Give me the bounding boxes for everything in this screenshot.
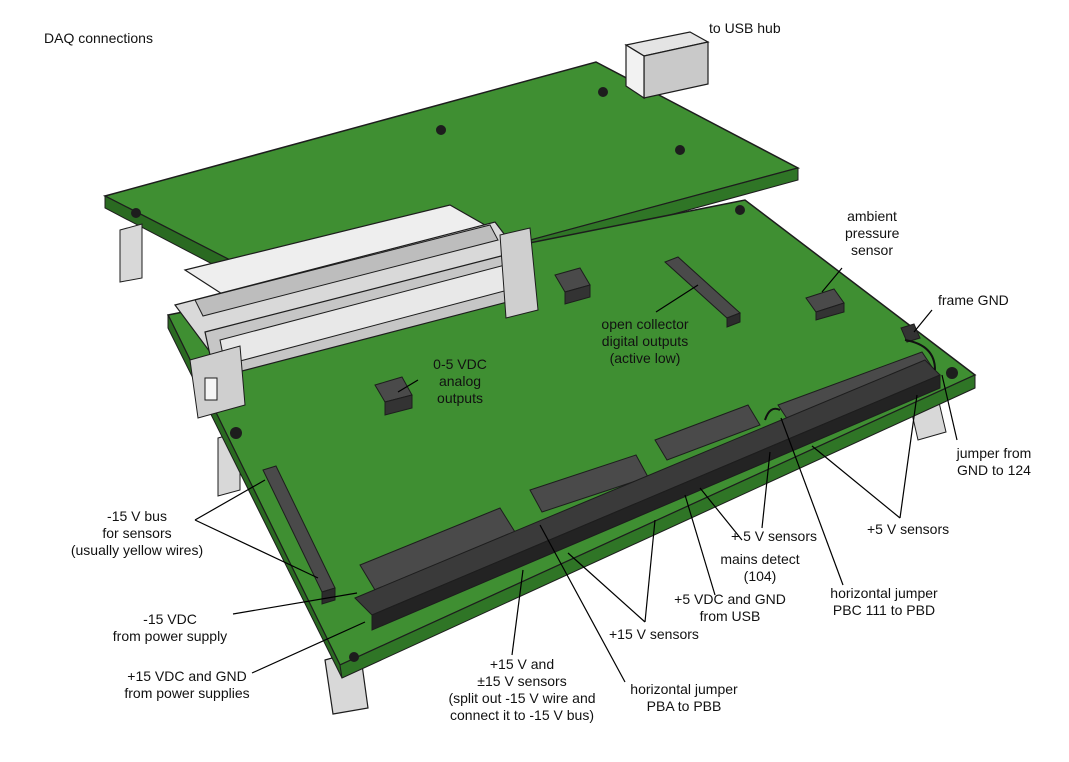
label-line: +15 VDC and GND: [127, 668, 247, 684]
label-line: 0-5 VDC: [433, 356, 487, 372]
label-line: from USB: [699, 608, 761, 624]
label-plus5-sensors-b: +5 V sensors: [867, 521, 949, 538]
label-horiz-jumper-pbc: horizontal jumper PBC 111 to PBD: [820, 585, 948, 619]
label-plus15-sensors: +15 V sensors: [609, 626, 699, 643]
label-plus5-sensors-a: + 5 V sensors: [731, 528, 817, 545]
digital-header: [664, 256, 741, 328]
chips: [374, 267, 921, 416]
label-pm15-sensors: +15 V and ±15 V sensors (split out -15 V…: [432, 656, 612, 724]
label-line: to USB hub: [709, 20, 781, 36]
leader-lines: [194, 267, 958, 683]
label-line: (104): [743, 568, 777, 584]
label-line: -15 V bus: [107, 508, 167, 524]
label-line: from power supplies: [124, 685, 250, 701]
label-line: ±15 V sensors: [477, 673, 567, 689]
label-line: (usually yellow wires): [70, 542, 204, 558]
label-ambient-pressure: ambient pressure sensor: [845, 208, 899, 259]
label-line: jumper from: [956, 445, 1032, 461]
usb-connector: [624, 31, 710, 100]
label-mains-detect: mains detect (104): [710, 551, 810, 585]
label-analog-outputs: 0-5 VDC analog outputs: [425, 356, 495, 407]
label-line: (split out -15 V wire and: [448, 690, 596, 706]
label-line: + 5 V sensors: [731, 528, 817, 544]
label-line: horizontal jumper: [630, 681, 738, 697]
label-line: +15 V and: [489, 656, 555, 672]
label-line: +5 VDC and GND: [674, 591, 786, 607]
label-horiz-jumper-pba: horizontal jumper PBA to PBB: [620, 681, 748, 715]
label-line: pressure: [845, 225, 900, 241]
label-usb-hub: to USB hub: [709, 20, 781, 37]
label-line: PBA to PBB: [646, 698, 722, 714]
label-line: outputs: [437, 390, 483, 406]
neg15-bus-header: [262, 465, 336, 605]
label-line: +15 V sensors: [609, 626, 699, 642]
label-plus5-usb: +5 VDC and GND from USB: [670, 591, 790, 625]
label-line: frame GND: [938, 292, 1009, 308]
label-line: digital outputs: [601, 333, 689, 349]
label-line: open collector: [601, 316, 689, 332]
label-neg15-supply: -15 VDC from power supply: [100, 611, 240, 645]
label-line: for sensors: [102, 525, 172, 541]
label-line: sensor: [850, 242, 894, 258]
label-jumper-gnd-124: jumper from GND to 124: [947, 445, 1041, 479]
label-line: connect it to -15 V bus): [450, 707, 594, 723]
label-line: +5 V sensors: [867, 521, 950, 537]
label-line: -15 VDC: [143, 611, 197, 627]
db-connector: [173, 204, 539, 419]
label-frame-gnd: frame GND: [938, 292, 1009, 309]
label-plus15-supplies: +15 VDC and GND from power supplies: [106, 668, 268, 702]
label-line: (active low): [609, 350, 681, 366]
label-line: PBC 111 to PBD: [832, 602, 936, 618]
label-line: from power supply: [112, 628, 228, 644]
label-line: ambient: [847, 208, 897, 224]
label-line: GND to 124: [957, 462, 1031, 478]
label-line: analog: [438, 373, 482, 389]
sensor-headers: [354, 339, 941, 631]
label-open-collector: open collector digital outputs (active l…: [584, 316, 706, 367]
label-line: mains detect: [720, 551, 800, 567]
diagram-title: DAQ connections: [44, 30, 153, 46]
label-line: horizontal jumper: [830, 585, 938, 601]
label-neg15-bus: -15 V bus for sensors (usually yellow wi…: [62, 508, 212, 559]
